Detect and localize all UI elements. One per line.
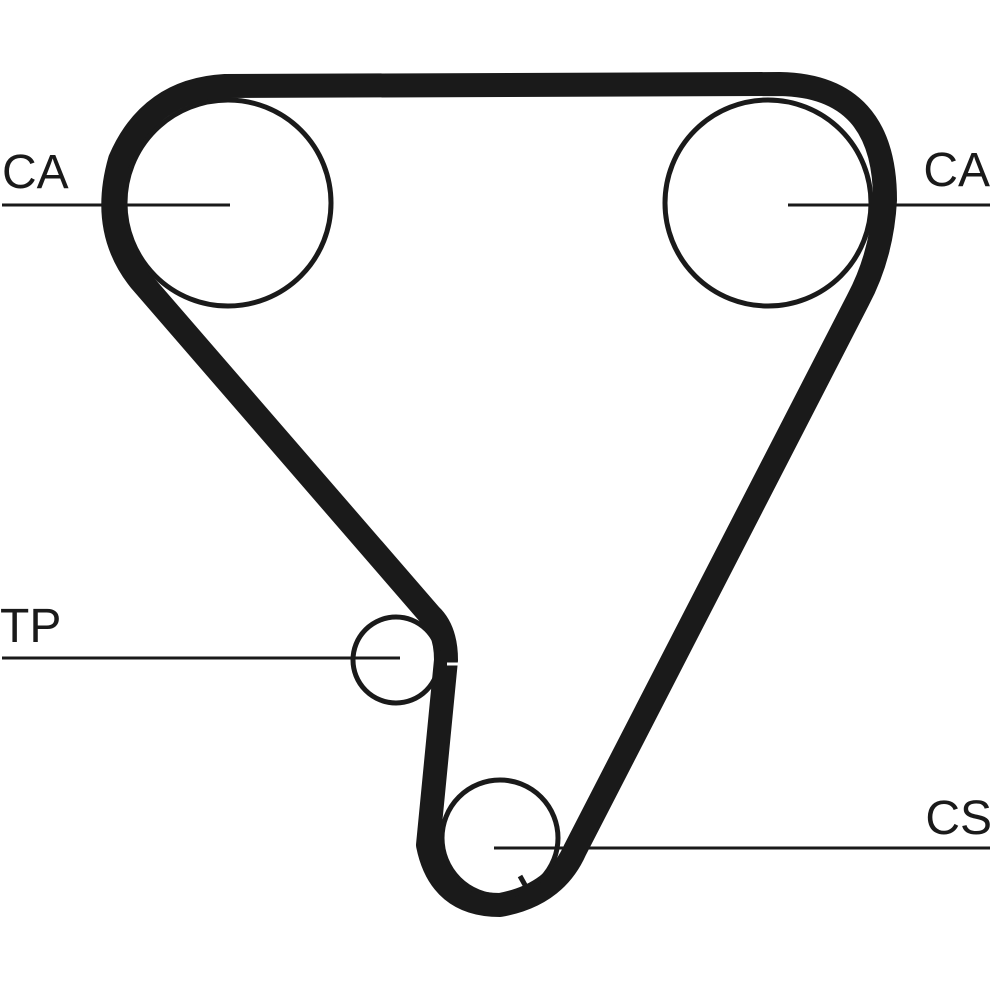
label-camshaft-right: CA (923, 144, 990, 197)
camshaft-pulley-left (122, 97, 334, 309)
label-tensioner: TP (0, 600, 61, 653)
label-crankshaft: CS (925, 792, 992, 845)
label-camshaft-left: CA (2, 146, 69, 199)
tensioner-pulley (350, 614, 442, 706)
crankshaft-pulley (439, 777, 561, 899)
timing-belt (101, 72, 897, 917)
camshaft-pulley-right (662, 97, 874, 309)
crankshaft-timing-mark (517, 874, 533, 896)
